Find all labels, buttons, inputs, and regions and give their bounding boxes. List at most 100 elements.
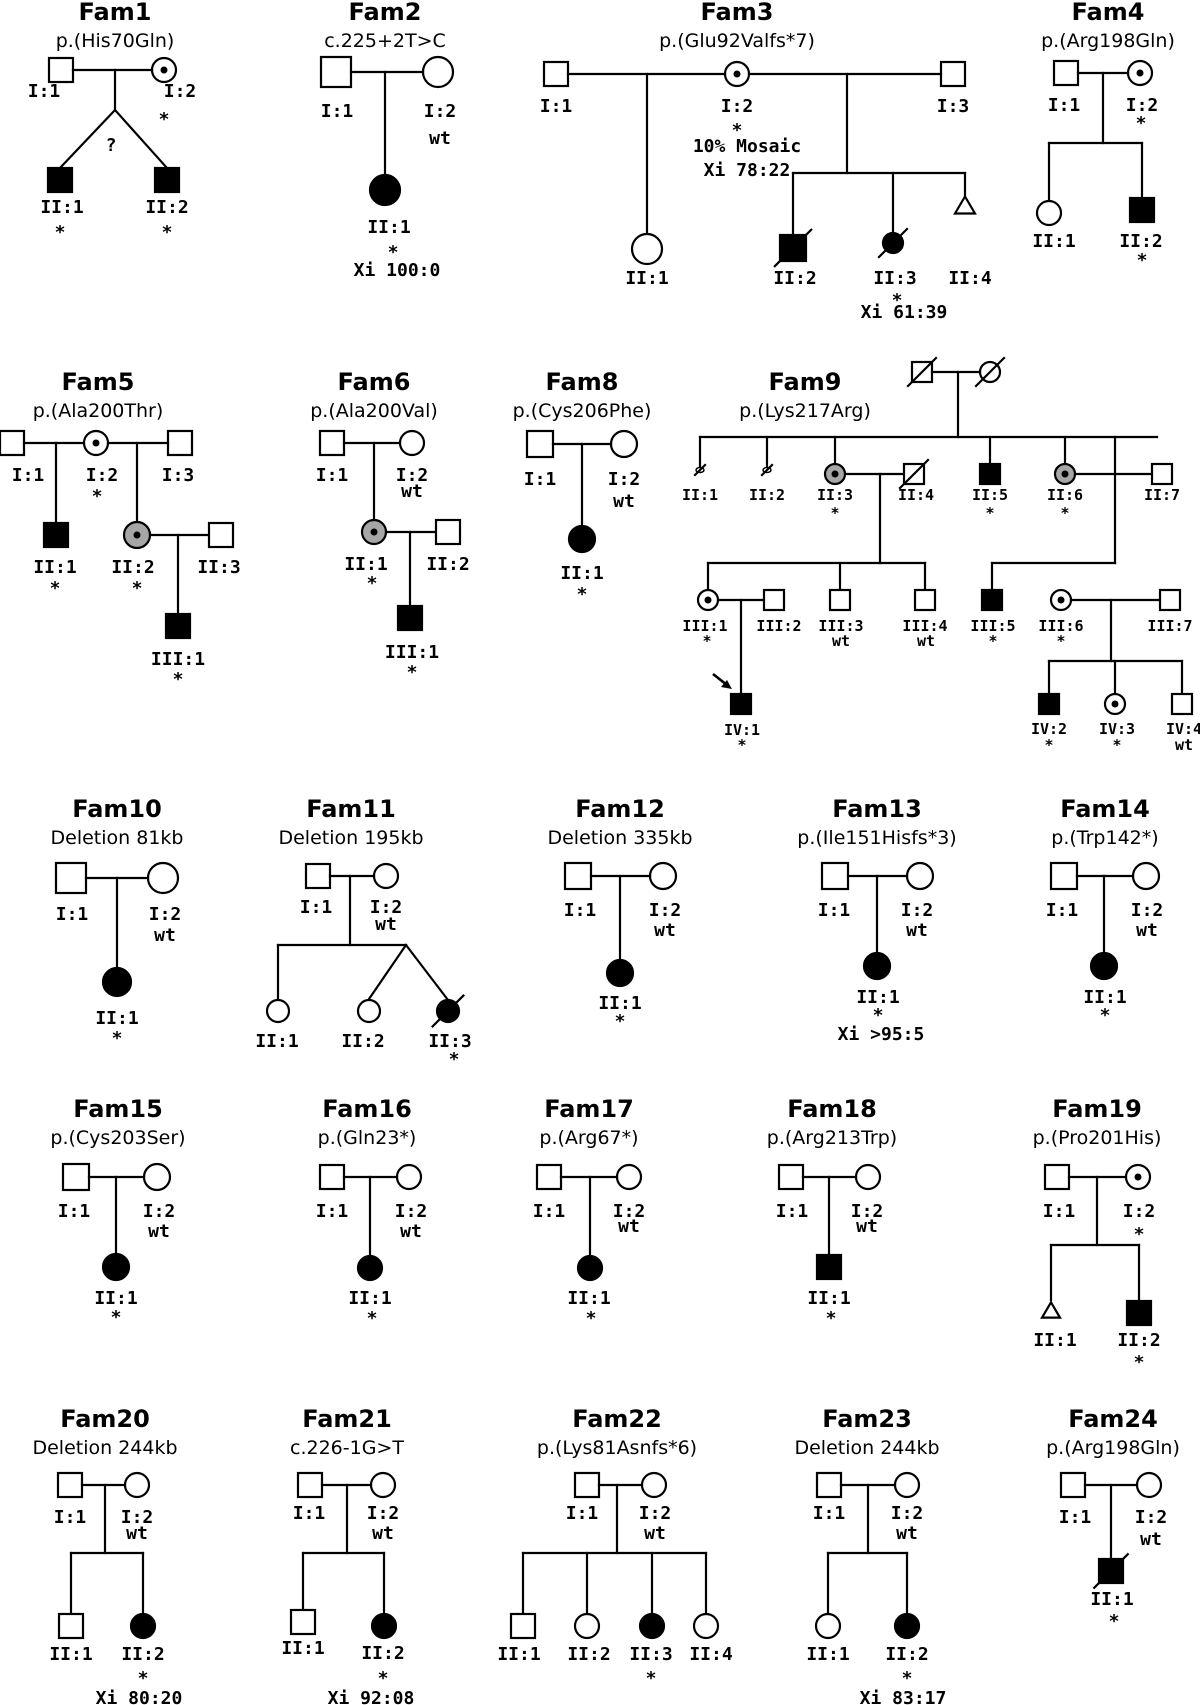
- male: [57, 1612, 85, 1640]
- variant-label: p.(Arg198Gln): [1046, 1437, 1180, 1459]
- individual-label: I:1: [300, 897, 333, 918]
- genotype-asterisk: *: [1134, 1352, 1145, 1373]
- unknown-relation: ?: [106, 135, 117, 156]
- individual-label: I:2: [424, 101, 457, 122]
- individual-label: II:2: [885, 1644, 928, 1665]
- female: [814, 1612, 842, 1640]
- annotation: 10% Mosaic: [693, 136, 801, 157]
- female: [893, 1471, 921, 1499]
- variant-label: p.(Glu92Valfs*7): [659, 30, 815, 52]
- genotype-asterisk: *: [1134, 1224, 1145, 1245]
- male: [762, 588, 786, 612]
- family-title: Fam21: [302, 1405, 392, 1433]
- male: [828, 588, 852, 612]
- individual-label: II:4: [948, 268, 992, 289]
- variant-label: p.(Ile151Hisfs*3): [797, 827, 956, 849]
- pedigree-line: [404, 943, 450, 1002]
- variant-label: p.(Lys81Asnfs*6): [537, 1437, 697, 1459]
- individual-label: I:1: [566, 1503, 599, 1524]
- individual-label: II:1: [1090, 1589, 1133, 1610]
- carrier-dot: [733, 70, 741, 78]
- genotype-asterisk: *: [50, 578, 61, 599]
- individual-label: I:2: [370, 897, 403, 918]
- individual-label: II:2: [145, 197, 188, 218]
- annotation: Xi 92:08: [328, 1688, 415, 1705]
- individual-label: II:1: [598, 993, 641, 1014]
- variant-label: p.(Arg67*): [539, 1127, 638, 1149]
- annotation: Xi 61:39: [861, 302, 948, 323]
- family-title: Fam5: [62, 368, 135, 396]
- annotation: Xi 83:17: [860, 1688, 947, 1705]
- miscarriage-triangle: [1040, 1300, 1062, 1319]
- pedigree-line: [693, 463, 707, 477]
- individual-label: I:1: [56, 904, 89, 925]
- pedigree-line: [431, 994, 465, 1028]
- individual-label: I:1: [321, 101, 354, 122]
- individual-label: II:3: [873, 268, 916, 289]
- individual-label: II:2: [773, 268, 816, 289]
- affected-female: [356, 1254, 384, 1282]
- family-title: Fam12: [575, 795, 665, 823]
- variant-label: Deletion 81kb: [51, 827, 184, 849]
- individual-label: I:2: [1126, 95, 1159, 116]
- pedigree-line: [898, 458, 930, 490]
- individual-label: I:2: [143, 1201, 176, 1222]
- male: [1158, 588, 1182, 612]
- individual-label: I:1: [813, 1503, 846, 1524]
- individual-label: II:1: [1083, 987, 1126, 1008]
- wildtype-label: wt: [148, 1221, 170, 1242]
- female: [395, 1163, 423, 1191]
- affected-female: [862, 951, 892, 981]
- individual-label: II:3: [817, 486, 853, 504]
- affected-female: [638, 1612, 666, 1640]
- individual-label: I:1: [54, 1507, 87, 1528]
- affected-female: [605, 958, 635, 988]
- wildtype-label: wt: [1175, 736, 1193, 754]
- individual-label: II:1: [33, 557, 76, 578]
- individual-label: II:6: [1047, 486, 1083, 504]
- male: [304, 862, 332, 890]
- female: [615, 1163, 643, 1191]
- individual-label: I:2: [396, 465, 429, 486]
- individual-label: I:2: [395, 1201, 428, 1222]
- family-title: Fam9: [769, 368, 842, 396]
- annotation: Xi 100:0: [354, 260, 441, 281]
- female: [421, 55, 455, 89]
- wildtype-label: wt: [906, 920, 928, 941]
- genotype-asterisk: *: [830, 504, 839, 522]
- genotype-asterisk: *: [988, 632, 997, 650]
- female: [1135, 1471, 1163, 1499]
- variant-label: p.(Ala200Val): [310, 400, 438, 422]
- family-title: Fam16: [322, 1095, 412, 1123]
- affected-male: [1125, 1299, 1153, 1327]
- affected-male: [46, 166, 74, 194]
- wildtype-label: wt: [644, 1523, 666, 1544]
- genotype-asterisk: *: [1136, 113, 1147, 134]
- male: [56, 1471, 84, 1499]
- individual-label: III:6: [1038, 617, 1083, 635]
- female: [1131, 861, 1161, 891]
- carrier-dot: [704, 596, 712, 604]
- female: [372, 862, 400, 890]
- genotype-asterisk: *: [1100, 1005, 1111, 1026]
- affected-male: [396, 604, 424, 632]
- individual-label: III:5: [970, 617, 1015, 635]
- family-title: Fam13: [832, 795, 922, 823]
- individual-label: II:1: [40, 197, 83, 218]
- variant-label: p.(Cys206Phe): [513, 400, 652, 422]
- affected-female: [567, 524, 597, 554]
- female: [123, 1471, 151, 1499]
- individual-label: II:2: [341, 1031, 384, 1052]
- female: [369, 1471, 397, 1499]
- female: [640, 1471, 668, 1499]
- pedigree-line: [906, 356, 938, 388]
- male: [525, 429, 555, 459]
- annotation: Xi 78:22: [704, 160, 791, 181]
- female: [648, 861, 678, 891]
- male: [542, 60, 570, 88]
- wildtype-label: wt: [1136, 920, 1158, 941]
- wildtype-label: wt: [654, 920, 676, 941]
- genotype-asterisk: *: [55, 222, 66, 243]
- male: [1150, 462, 1174, 486]
- individual-label: II:3: [428, 1031, 471, 1052]
